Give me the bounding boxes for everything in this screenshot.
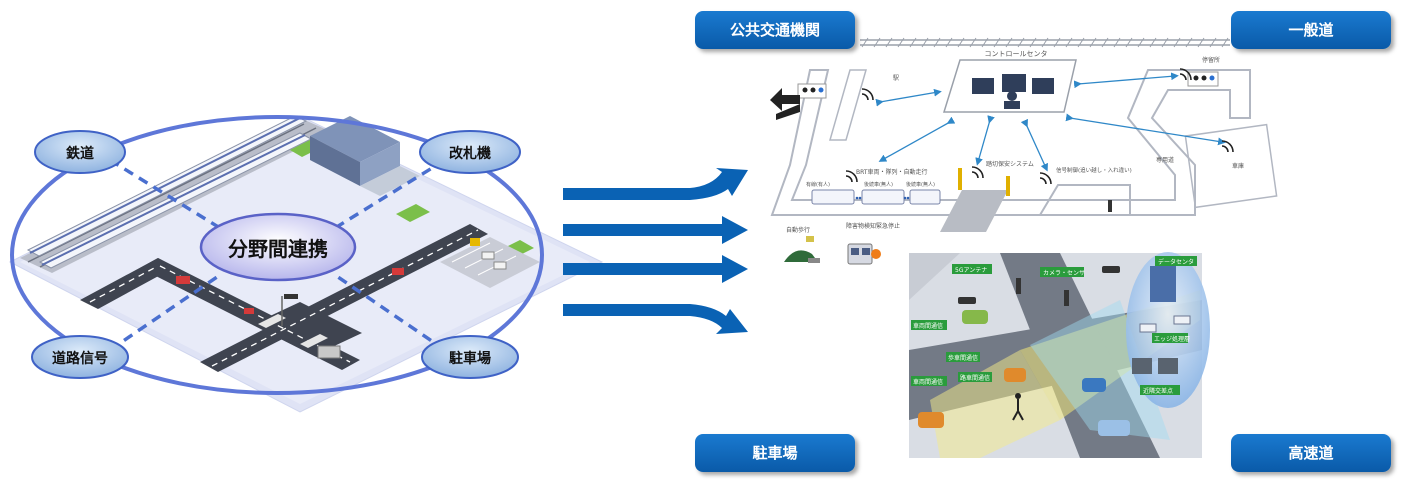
tag-pedestrian-comm: 歩車間通信 (948, 354, 978, 362)
accessibility-icon-right (1187, 71, 1219, 87)
signal-control-label: 信号制御(追い越し・入れ違い) (1056, 166, 1132, 174)
linkage-ellipse (10, 115, 544, 395)
accessibility-icon-left (797, 83, 827, 99)
node-parking-label: 駐車場 (449, 350, 491, 367)
node-railway: 鉄道 (34, 130, 126, 174)
auto-guide-icon (784, 236, 820, 263)
tag-road-vehicle-comm: 路車間通信 (960, 374, 990, 382)
transit-diagram: コントロールセンタ (770, 37, 1278, 265)
node-ticket-gate: 改札機 (419, 130, 521, 174)
badge-parking: 駐車場 (695, 434, 855, 472)
arrow-general-road (563, 216, 748, 244)
obstacle-label: 障害物検知緊急停止 (846, 222, 900, 230)
tag-nearby-intersection: 近隣交差点 (1143, 387, 1173, 395)
wifi-icons (845, 68, 1234, 185)
arrow-parking (563, 255, 748, 283)
station-b-label: 停留所 (1202, 56, 1220, 64)
node-road-signal-label: 道路信号 (52, 350, 108, 367)
center-label: 分野間連携 (228, 237, 328, 261)
arrow-expressway (563, 304, 748, 334)
station-a-label: 駅 (893, 75, 899, 82)
node-ticket-gate-label: 改札機 (449, 145, 491, 162)
obstacle-bus-icon (847, 243, 881, 265)
unmanned-bus-1-label: 後続車(無人) (864, 181, 893, 188)
badge-public-transit: 公共交通機関 (695, 11, 855, 49)
node-railway-label: 鉄道 (66, 145, 94, 162)
center-node: 分野間連携 (199, 212, 357, 282)
badge-general-road: 一般道 (1231, 11, 1391, 49)
tag-camera-sensor: カメラ・センサ (1043, 270, 1085, 277)
driven-bus-label: 有線(有人) (806, 181, 830, 188)
dashed-connectors (109, 158, 446, 352)
tag-5g-antenna: 5Gアンテナ (955, 267, 987, 274)
node-road-signal: 道路信号 (31, 335, 129, 379)
tag-vehicle-comm-1: 車両間通信 (913, 322, 943, 330)
bus-row-label: BRT車両・隊列・自動走行 (856, 168, 928, 176)
exit-arrow-icon (770, 88, 800, 120)
unmanned-bus-2-label: 後続車(無人) (906, 181, 935, 188)
bus-stop-label: 車庫 (1232, 162, 1244, 170)
crossing-label: 踏切保安システム (986, 160, 1034, 168)
auto-guide-label: 自動歩行 (786, 226, 810, 234)
arrow-public-transit (563, 168, 748, 200)
expressway-scene: 5Gアンテナ カメラ・センサ データセンタ 車両間通信 車両間通信 歩車間通信 … (909, 252, 1210, 458)
node-parking: 駐車場 (421, 335, 519, 379)
dedicated-road-label: 専用道 (1156, 156, 1174, 164)
tag-vehicle-comm-2: 車両間通信 (913, 378, 943, 386)
flow-arrows (563, 168, 748, 334)
tag-data-center: データセンタ (1158, 258, 1194, 266)
tag-edge-processing: エッジ処理層 (1154, 335, 1190, 343)
badge-expressway: 高速道 (1231, 434, 1391, 472)
control-center-label: コントロールセンタ (985, 49, 1048, 58)
